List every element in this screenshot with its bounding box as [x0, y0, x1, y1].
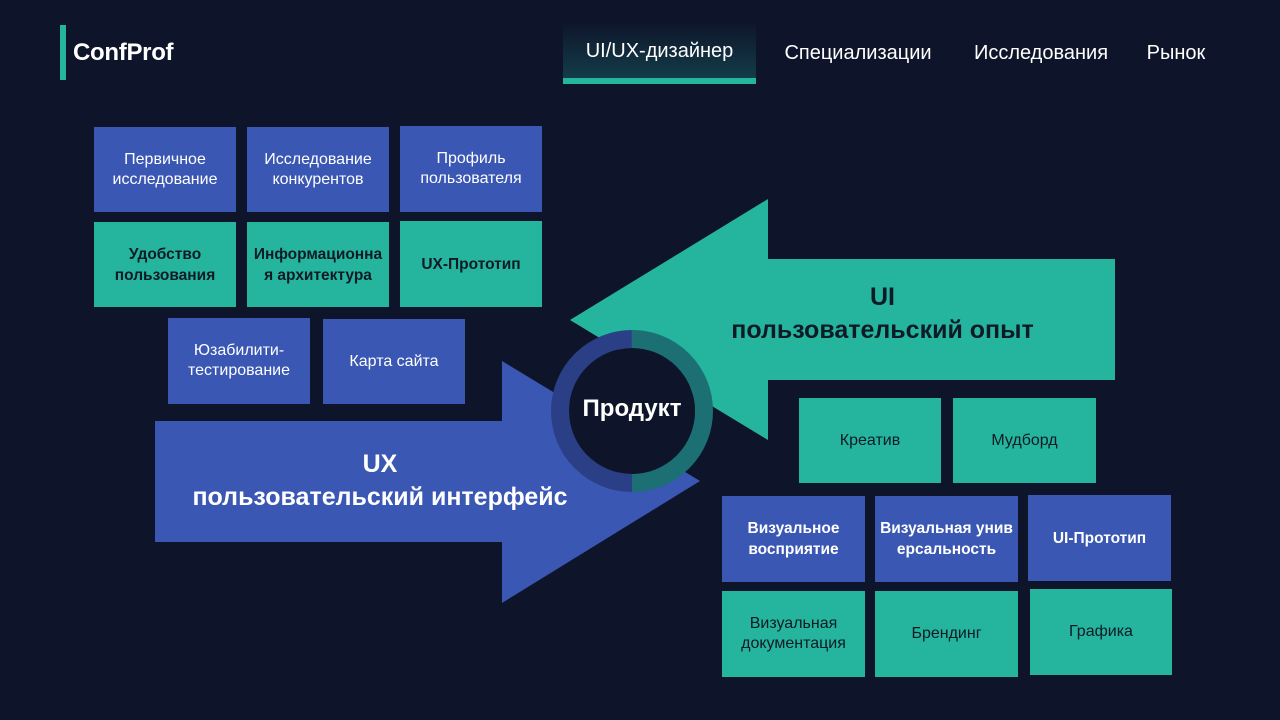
ui-arrow-title: UI — [870, 283, 895, 311]
product-label: Продукт — [582, 395, 682, 422]
ux-tile-sitemap: Карта сайта — [323, 319, 465, 404]
ux-tile-usability: Удобство пользования — [94, 222, 236, 307]
ux-arrow-subtitle: пользовательский интерфейс — [192, 483, 568, 511]
ui-arrow-subtitle: пользовательский опыт — [731, 316, 1034, 344]
ui-tile-visual-universality: Визуальная универсальность — [875, 496, 1018, 582]
ui-tile-ui-prototype: UI-Прототип — [1028, 495, 1171, 581]
nav-tab-research[interactable]: Исследования — [973, 41, 1109, 64]
ui-tile-visual-perception: Визуальное восприятие — [722, 496, 865, 582]
ux-tile-ux-prototype: UX-Прототип — [400, 221, 542, 307]
nav-tab-specializations[interactable]: Специализации — [784, 41, 932, 64]
ui-arrow-label: UI пользовательский опыт — [700, 281, 1065, 347]
ux-tile-user-profile: Профиль пользователя — [400, 126, 542, 212]
brand-logo[interactable]: ConfProf — [60, 25, 174, 80]
ux-tile-information-architecture: Информационная архитектура — [247, 222, 389, 307]
ux-tile-usability-testing: Юзабилити-тестирование — [168, 318, 310, 404]
nav-tab-market[interactable]: Рынок — [1146, 41, 1206, 64]
ui-tile-graphics: Графика — [1030, 589, 1172, 675]
nav-tab-uiux-designer[interactable]: UI/UX-дизайнер — [563, 22, 756, 84]
product-ring-teal — [551, 330, 713, 492]
ui-tile-creative: Креатив — [799, 398, 941, 483]
ui-tile-moodboard: Мудборд — [953, 398, 1096, 483]
product-core — [569, 348, 695, 474]
ux-tile-competitor-research: Исследование конкурентов — [247, 127, 389, 212]
ui-tile-visual-documentation: Визуальная документация — [722, 591, 865, 677]
ux-arrow-label: UX пользовательский интерфейс — [155, 448, 605, 514]
ux-arrow-title: UX — [362, 450, 398, 478]
ux-tile-primary-research: Первичное исследование — [94, 127, 236, 212]
ui-tile-branding: Брендинг — [875, 591, 1018, 677]
